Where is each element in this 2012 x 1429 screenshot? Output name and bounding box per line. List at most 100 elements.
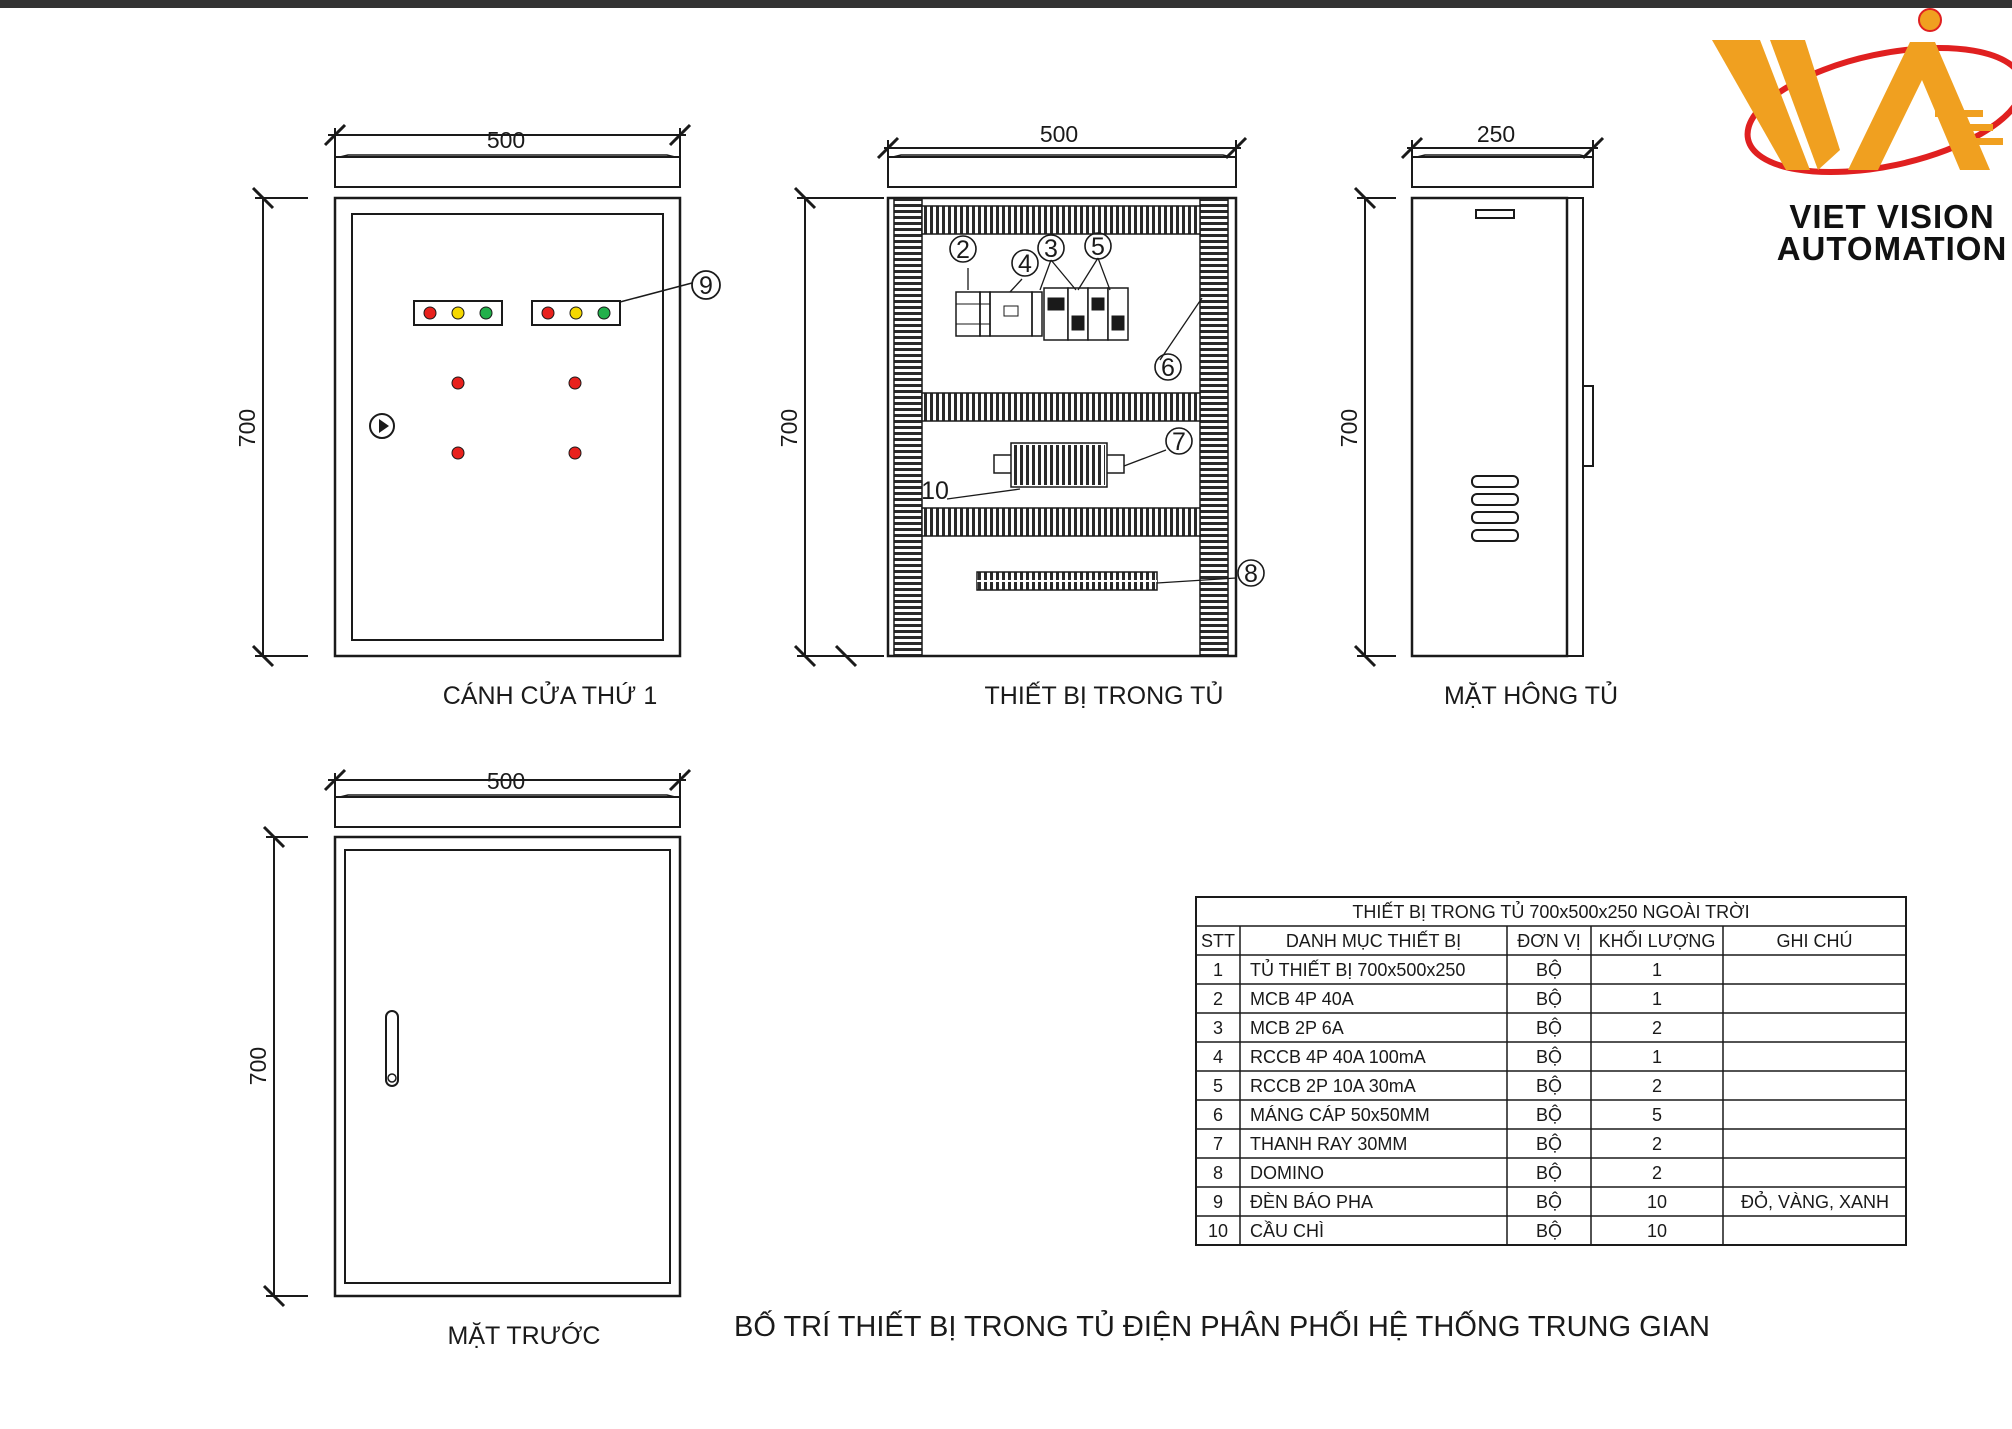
- callout-2: 2: [956, 236, 970, 264]
- pilot-light-green: [597, 306, 611, 320]
- bom-cell-stt: 3: [1213, 1018, 1223, 1038]
- bom-header-cell: GHI CHÚ: [1777, 930, 1853, 951]
- pilot-light-red: [541, 306, 555, 320]
- bom-cell-item: MCB 2P 6A: [1250, 1018, 1344, 1038]
- vent-louver: [1471, 529, 1519, 542]
- side-view: [1353, 136, 1605, 668]
- bom-cell-unit: BỘ: [1536, 1075, 1562, 1096]
- pilot-light-green: [479, 306, 493, 320]
- lifting-slot: [1475, 209, 1515, 219]
- bom-cell-stt: 1: [1213, 960, 1223, 980]
- side-height-dim: 700: [1336, 409, 1362, 447]
- bom-cell-item: DOMINO: [1250, 1163, 1324, 1183]
- logo-bar-1: [1935, 110, 1983, 117]
- mcb-2p-6a: [1087, 287, 1109, 341]
- top-border-bar: [0, 0, 2012, 8]
- bom-cell-qty: 5: [1652, 1105, 1662, 1125]
- bom-header-cell: ĐƠN VỊ: [1517, 931, 1580, 951]
- bom-cell-unit: BỘ: [1536, 1104, 1562, 1125]
- bom-cell-qty: 2: [1652, 1076, 1662, 1096]
- logo-a-stroke: [1848, 42, 1990, 170]
- bom-cell-qty: 1: [1652, 989, 1662, 1009]
- door-width-dim: 500: [487, 127, 525, 153]
- bom-cell-unit: BỘ: [1536, 959, 1562, 980]
- callout-4: 4: [1018, 250, 1032, 278]
- bom-cell-item: MÁNG CÁP 50x50MM: [1250, 1105, 1430, 1125]
- bom-header-cell: KHỐI LƯỢNG: [1599, 930, 1716, 951]
- indicator-panel-1: [413, 300, 503, 326]
- logo-v-stroke-2: [1770, 40, 1840, 170]
- bom-cell-qty: 10: [1647, 1221, 1667, 1241]
- vent-louver: [1471, 511, 1519, 524]
- side-width-dim: 250: [1477, 121, 1515, 147]
- bom-cell-item: CẦU CHÌ: [1250, 1220, 1324, 1241]
- push-button-red: [568, 376, 582, 390]
- logo-ring: [1744, 44, 2012, 176]
- bom-cell-qty: 1: [1652, 1047, 1662, 1067]
- caption-inside: THIẾT BỊ TRONG TỦ: [985, 680, 1224, 710]
- inside-width-dim: 500: [1040, 121, 1078, 147]
- bom-table: THIẾT BỊ TRONG TỦ 700x500x250 NGOÀI TRỜI…: [1195, 896, 1907, 1246]
- door-handle-lock: [387, 1073, 397, 1083]
- bom-cell-unit: BỘ: [1536, 988, 1562, 1009]
- company-logo: VIET VISION AUTOMATION: [1712, 8, 2012, 267]
- bom-cell-stt: 4: [1213, 1047, 1223, 1067]
- logo-bar-3: [1955, 138, 2003, 145]
- callout-10: 10: [921, 477, 949, 505]
- logo-bar-2: [1945, 124, 1993, 131]
- mcb-4p-40a: [955, 291, 981, 337]
- front-height-dim: 700: [245, 1047, 271, 1085]
- vent-louver: [1471, 475, 1519, 488]
- logo-dot: [1918, 8, 1942, 32]
- bom-cell-stt: 6: [1213, 1105, 1223, 1125]
- bom-cell-item: TỦ THIẾT BỊ 700x500x250: [1250, 959, 1465, 980]
- bom-cell-unit: BỘ: [1536, 1046, 1562, 1067]
- bom-cell-qty: 1: [1652, 960, 1662, 980]
- door-handle: [385, 1010, 399, 1087]
- push-button-red: [451, 446, 465, 460]
- callout-5: 5: [1091, 233, 1105, 261]
- bom-cell-unit: BỘ: [1536, 1133, 1562, 1154]
- pilot-light-yellow: [569, 306, 583, 320]
- inside-view: [793, 136, 1265, 668]
- bom-cell-stt: 7: [1213, 1134, 1223, 1154]
- callout-8: 8: [1244, 560, 1258, 588]
- bom-cell-item: THANH RAY 30MM: [1250, 1134, 1407, 1154]
- caption-door: CÁNH CỬA THỨ 1: [443, 680, 658, 710]
- bom-cell-note: ĐỎ, VÀNG, XANH: [1741, 1191, 1889, 1212]
- bom-cell-item: MCB 4P 40A: [1250, 989, 1354, 1009]
- front-width-dim: 500: [487, 768, 525, 794]
- bom-cell-unit: BỘ: [1536, 1220, 1562, 1241]
- bom-cell-stt: 5: [1213, 1076, 1223, 1096]
- bom-cell-unit: BỘ: [1536, 1017, 1562, 1038]
- push-button-red: [568, 446, 582, 460]
- bom-cell-qty: 10: [1647, 1192, 1667, 1212]
- bom-cell-stt: 9: [1213, 1192, 1223, 1212]
- bom-cell-item: RCCB 2P 10A 30mA: [1250, 1076, 1416, 1096]
- bom-cell-stt: 2: [1213, 989, 1223, 1009]
- side-hinge: [1582, 385, 1594, 467]
- front-view: [262, 768, 692, 1308]
- bom-table-title: THIẾT BỊ TRONG TỦ 700x500x250 NGOÀI TRỜI: [1352, 901, 1749, 922]
- cable-duct-lower: [921, 507, 1201, 537]
- bom-cell-unit: BỘ: [1536, 1162, 1562, 1183]
- door-lock-icon: [369, 413, 395, 439]
- push-button-red: [451, 376, 465, 390]
- bom-header-cell: STT: [1201, 931, 1235, 951]
- caption-front: MẶT TRƯỚC: [448, 1321, 601, 1350]
- bom-cell-qty: 2: [1652, 1018, 1662, 1038]
- callout-3: 3: [1044, 235, 1058, 263]
- indicator-panel-2: [531, 300, 621, 326]
- rccb-4p-40a: [989, 291, 1033, 337]
- rccb-2p-10a: [1107, 287, 1129, 341]
- vent-louver: [1471, 493, 1519, 506]
- bom-cell-qty: 2: [1652, 1134, 1662, 1154]
- rccb-2p-10a: [1067, 287, 1089, 341]
- drawing-title: BỐ TRÍ THIẾT BỊ TRONG TỦ ĐIỆN PHÂN PHỐI …: [734, 1309, 1710, 1343]
- cable-duct-left: [893, 197, 923, 657]
- pilot-light-yellow: [451, 306, 465, 320]
- cable-duct-top: [921, 205, 1201, 235]
- door-height-dim: 700: [234, 409, 260, 447]
- pilot-light-red: [423, 306, 437, 320]
- cable-duct-middle: [921, 392, 1201, 422]
